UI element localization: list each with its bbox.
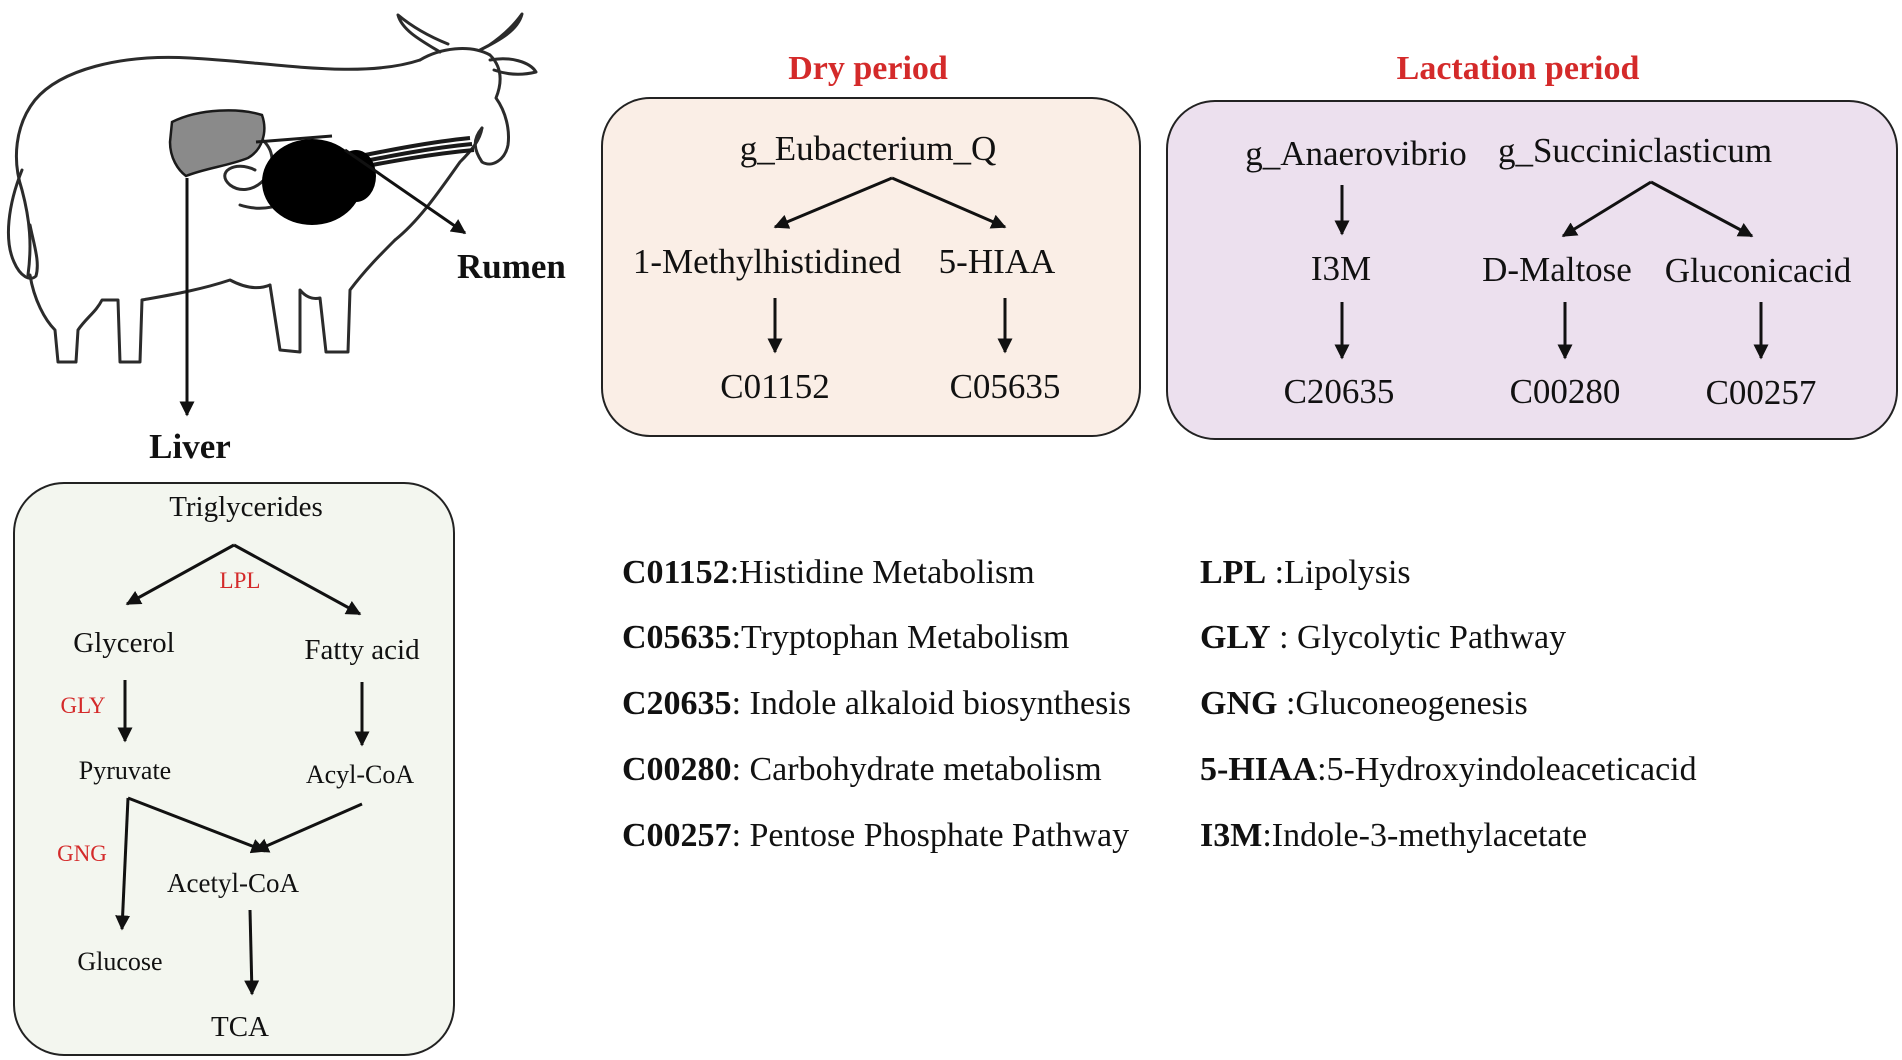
legend-item: LPL :Lipolysis <box>1200 554 1411 591</box>
lactation-period-box <box>1166 100 1898 440</box>
cow-illustration <box>6 12 538 364</box>
rumen-organ[interactable] <box>262 139 362 225</box>
arrow-succiniclasticum-to-gluconicacid <box>1650 180 1754 238</box>
legend-item: GLY : Glycolytic Pathway <box>1200 619 1566 656</box>
cow-horn-left <box>396 13 450 54</box>
arrow-acyl-coa-to-acetyl-coa <box>253 802 363 853</box>
genus-anaerovibrio: g_Anaerovibrio <box>1245 134 1467 173</box>
legend-item: C20635: Indole alkaloid biosynthesis <box>622 685 1131 722</box>
cow-neck <box>393 126 484 242</box>
legend-item: I3M:Indole-3-methylacetate <box>1200 817 1587 854</box>
cow-front-leg <box>268 238 397 354</box>
lactation-period-title: Lactation period <box>1397 50 1640 87</box>
legend-item: C05635:Tryptophan Metabolism <box>622 619 1069 656</box>
arrow-pyruvate-to-glucose <box>115 797 131 931</box>
liver-organ[interactable] <box>168 109 266 178</box>
cow-hind-leg <box>28 273 144 364</box>
legend-item: C01152:Histidine Metabolism <box>622 554 1035 591</box>
arrow-triglycerides-to-glycerol <box>125 543 235 606</box>
arrow-succiniclasticum-to-maltose <box>1561 180 1652 238</box>
metabolite-gluconicacid: Gluconicacid <box>1665 251 1852 290</box>
metabolite-d-maltose: D-Maltose <box>1482 250 1632 289</box>
dry-period-title: Dry period <box>788 50 948 87</box>
arrow-pyruvate-to-acetyl-coa <box>127 796 267 854</box>
node-acyl-coa: Acyl-CoA <box>306 760 415 789</box>
rumen-to-label-arrow <box>344 148 467 235</box>
pathway-c01152: C01152 <box>720 367 830 406</box>
arrow-acetyl-coa-to-tca <box>244 909 260 996</box>
cow-outline-back <box>14 55 422 277</box>
legend-item: C00280: Carbohydrate metabolism <box>622 751 1102 788</box>
pathway-c05635: C05635 <box>950 367 1061 406</box>
node-acetyl-coa: Acetyl-CoA <box>167 868 299 898</box>
genus-eubacterium-q: g_Eubacterium_Q <box>740 129 997 168</box>
arrow-genus-to-methylhistidine <box>773 176 893 229</box>
node-triglycerides: Triglycerides <box>169 491 323 523</box>
genus-succiniclasticum: g_Succiniclasticum <box>1498 131 1772 170</box>
node-tca: TCA <box>211 1011 269 1043</box>
arrow-triglycerides-to-fatty-acid <box>233 543 362 616</box>
enzyme-lpl: LPL <box>220 568 261 593</box>
cow-belly <box>140 278 272 302</box>
legend-item: GNG :Gluconeogenesis <box>1200 685 1528 722</box>
liver-label: Liver <box>149 427 231 466</box>
cow-tail <box>6 168 39 280</box>
legend: C01152:Histidine Metabolism C05635:Trypt… <box>622 554 1697 854</box>
node-pyruvate: Pyruvate <box>79 756 171 785</box>
cow-horn-right <box>478 12 524 52</box>
metabolite-i3m: I3M <box>1311 249 1371 288</box>
arrow-genus-to-5hiaa <box>891 176 1007 229</box>
metabolite-5-hiaa: 5-HIAA <box>939 242 1056 281</box>
node-fatty-acid: Fatty acid <box>304 634 420 666</box>
pathway-c20635: C20635 <box>1284 372 1395 411</box>
metabolite-1-methylhistidined: 1-Methylhistidined <box>633 242 902 281</box>
enzyme-gng: GNG <box>57 841 107 866</box>
pathway-c00257: C00257 <box>1706 373 1817 412</box>
node-glucose: Glucose <box>77 947 162 976</box>
node-glycerol: Glycerol <box>73 627 174 659</box>
enzyme-gly: GLY <box>61 693 106 718</box>
legend-item: 5-HIAA:5-Hydroxyindoleaceticacid <box>1200 751 1697 788</box>
rumen-label: Rumen <box>457 247 566 286</box>
pathway-c00280: C00280 <box>1510 372 1621 411</box>
legend-item: C00257: Pentose Phosphate Pathway <box>622 817 1129 854</box>
cow-ear <box>488 57 538 76</box>
rumen-connector <box>255 134 333 144</box>
